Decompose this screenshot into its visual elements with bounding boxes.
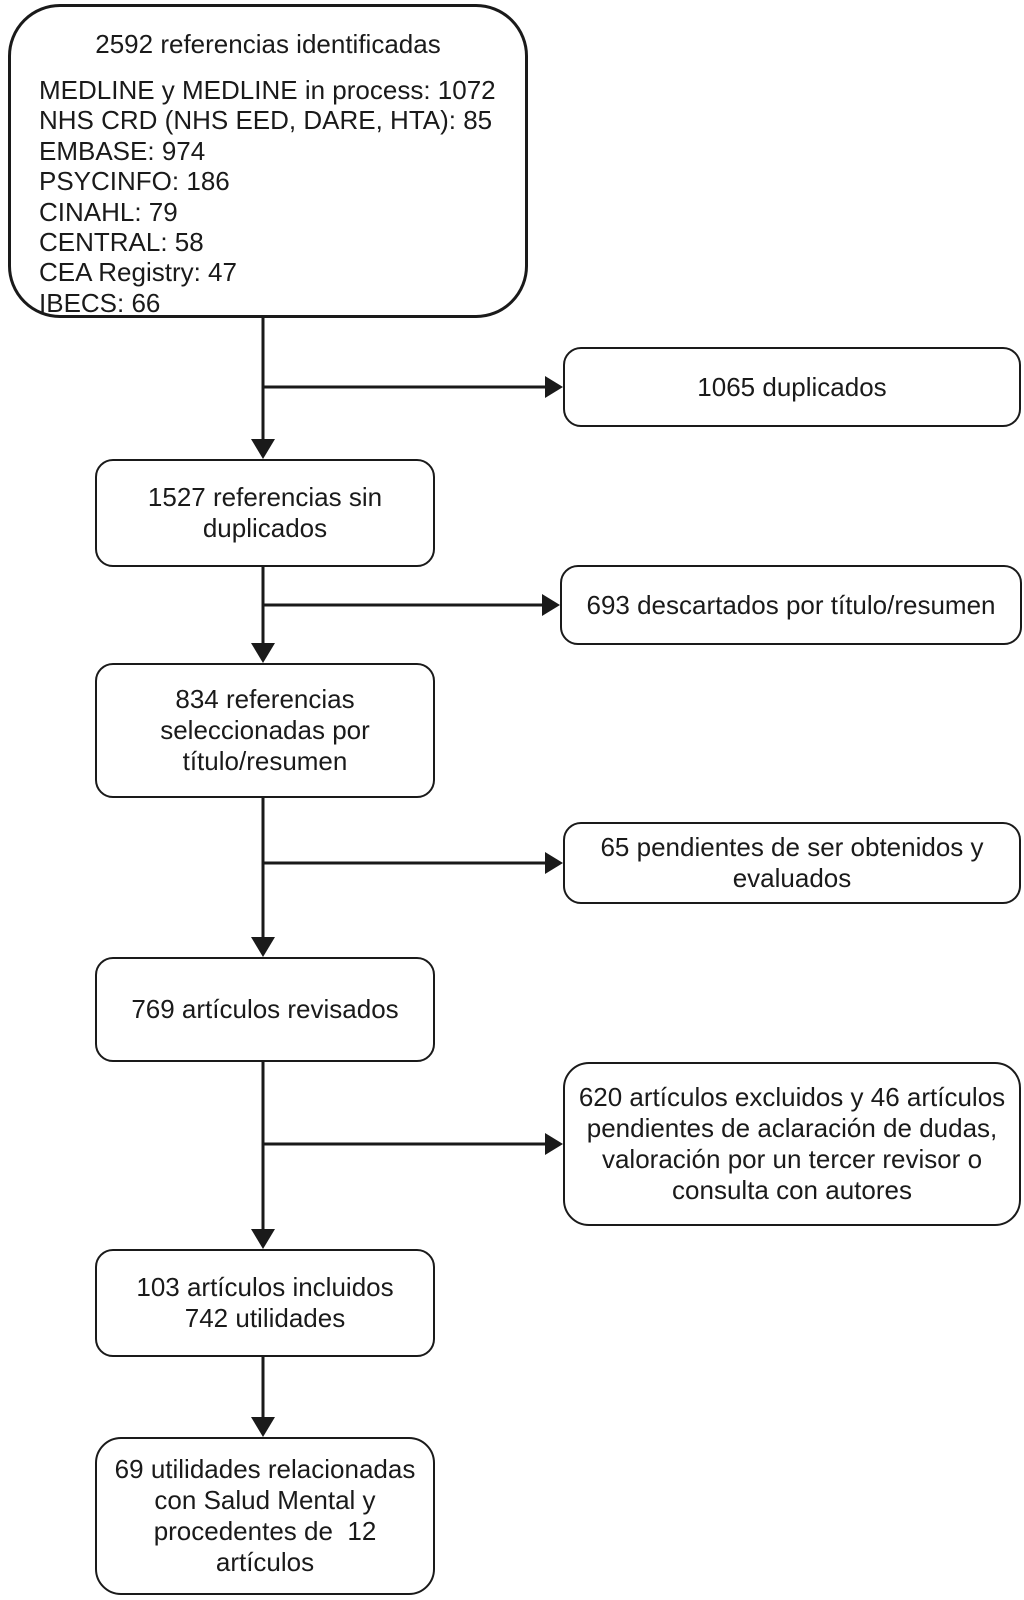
source-line: MEDLINE y MEDLINE in process: 1072 bbox=[39, 75, 496, 105]
source-line: PSYCINFO: 186 bbox=[39, 166, 230, 197]
node-articles-included: 103 artículos incluidos 742 utilidades bbox=[95, 1249, 435, 1357]
source-line: CEA Registry: 47 bbox=[39, 257, 237, 288]
arrow-right-icon bbox=[545, 376, 563, 398]
node-discarded-title-abstract: 693 descartados por título/resumen bbox=[560, 565, 1022, 645]
node-articles-excluded: 620 artículos excluidos y 46 artículos p… bbox=[563, 1062, 1021, 1226]
node-references-without-duplicates: 1527 referencias sin duplicados bbox=[95, 459, 435, 567]
source-line: EMBASE: 974 bbox=[39, 135, 206, 166]
identified-source-list: MEDLINE y MEDLINE in process: 1072 NHS C… bbox=[39, 75, 525, 318]
node-duplicates: 1065 duplicados bbox=[563, 347, 1021, 427]
arrow-right-icon bbox=[545, 852, 563, 874]
arrow-down-icon bbox=[251, 643, 275, 663]
source-line: IBECS: 66 bbox=[39, 287, 161, 318]
node-references-identified: 2592 referencias identificadas MEDLINE y… bbox=[8, 4, 528, 318]
node-label: 1527 referencias sin duplicados bbox=[147, 482, 383, 543]
node-label: 1065 duplicados bbox=[697, 371, 887, 402]
node-label: 65 pendientes de ser obtenidos y evaluad… bbox=[600, 832, 984, 893]
node-articles-reviewed: 769 artículos revisados bbox=[95, 957, 435, 1062]
source-line: CINAHL: 79 bbox=[39, 196, 178, 227]
arrow-down-icon bbox=[251, 439, 275, 459]
arrow-down-icon bbox=[251, 1229, 275, 1249]
node-pending-retrieval: 65 pendientes de ser obtenidos y evaluad… bbox=[563, 822, 1021, 904]
node-label: 103 artículos incluidos 742 utilidades bbox=[136, 1272, 394, 1333]
identified-title: 2592 referencias identificadas bbox=[95, 29, 441, 59]
node-label: 693 descartados por título/resumen bbox=[586, 589, 996, 620]
node-label: 620 artículos excluidos y 46 artículos p… bbox=[578, 1082, 1006, 1205]
source-line: NHS CRD (NHS EED, DARE, HTA): 85 bbox=[39, 105, 493, 136]
node-label: 769 artículos revisados bbox=[131, 994, 399, 1024]
node-mental-health-utilities: 69 utilidades relacionadas con Salud Men… bbox=[95, 1437, 435, 1595]
node-label: 69 utilidades relacionadas con Salud Men… bbox=[114, 1454, 416, 1577]
source-line: CENTRAL: 58 bbox=[39, 227, 204, 258]
arrow-down-icon bbox=[251, 937, 275, 957]
node-label: 834 referencias seleccionadas por título… bbox=[160, 684, 370, 776]
node-selected-title-abstract: 834 referencias seleccionadas por título… bbox=[95, 663, 435, 798]
arrow-right-icon bbox=[545, 1133, 563, 1155]
arrow-right-icon bbox=[542, 594, 560, 616]
arrow-down-icon bbox=[251, 1417, 275, 1437]
